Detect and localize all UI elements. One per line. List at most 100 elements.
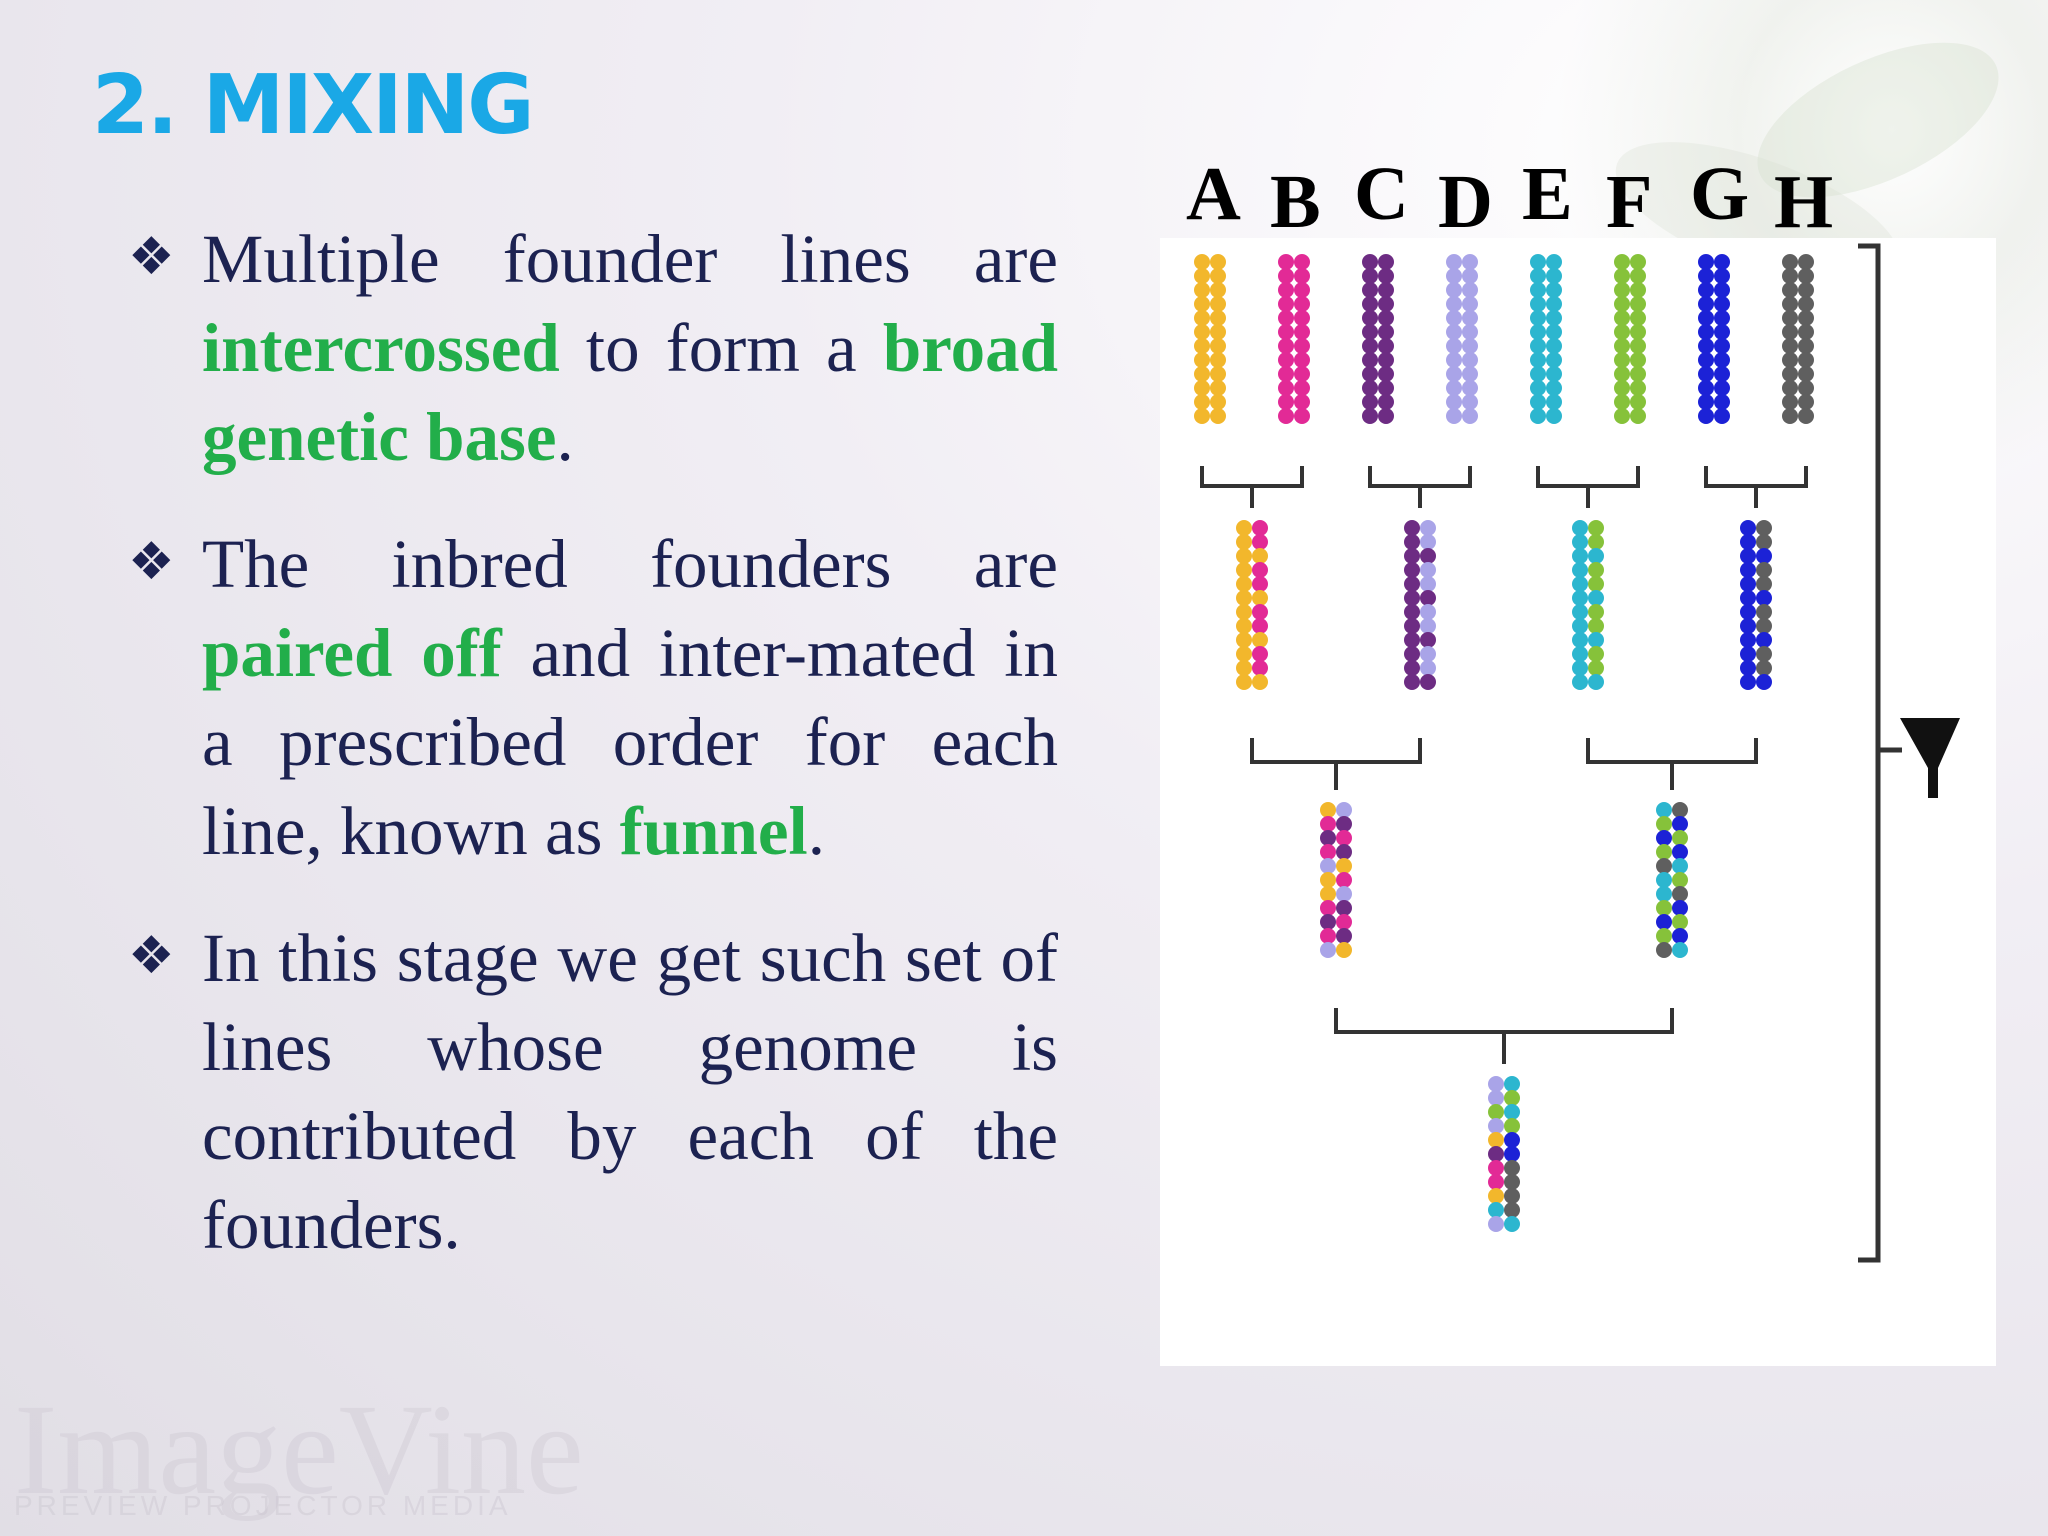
bead — [1320, 844, 1336, 860]
bead — [1210, 380, 1226, 396]
founder-label-h: H — [1774, 160, 1834, 244]
bead — [1336, 914, 1352, 930]
bead — [1782, 296, 1798, 312]
bullet-list: ❖ Multiple founder lines are intercrossed… — [128, 215, 1058, 1308]
bead — [1210, 310, 1226, 326]
bead — [1614, 296, 1630, 312]
bead — [1698, 380, 1714, 396]
bead — [1588, 520, 1604, 536]
bead — [1252, 590, 1268, 606]
funnel-diagram — [1160, 238, 1996, 1366]
bead — [1698, 408, 1714, 424]
bead — [1756, 590, 1772, 606]
bead — [1236, 674, 1252, 690]
bead — [1672, 858, 1688, 874]
bead — [1756, 618, 1772, 634]
bead — [1488, 1118, 1504, 1134]
bead — [1210, 324, 1226, 340]
bead — [1530, 380, 1546, 396]
bead — [1546, 352, 1562, 368]
cross-bracket — [1586, 738, 1758, 790]
bead — [1320, 942, 1336, 958]
bead — [1756, 660, 1772, 676]
bead — [1210, 394, 1226, 410]
bead — [1378, 254, 1394, 270]
four-way-line — [1320, 802, 1352, 958]
bead — [1362, 268, 1378, 284]
bead — [1278, 408, 1294, 424]
bead — [1614, 324, 1630, 340]
bead — [1378, 408, 1394, 424]
bead — [1278, 366, 1294, 382]
founder-label-f: F — [1606, 160, 1653, 244]
bead — [1210, 338, 1226, 354]
bead — [1294, 366, 1310, 382]
bead — [1446, 352, 1462, 368]
bead — [1336, 816, 1352, 832]
bead — [1546, 268, 1562, 284]
four-way-line — [1656, 802, 1688, 958]
bead — [1630, 394, 1646, 410]
bead — [1588, 646, 1604, 662]
bead — [1756, 520, 1772, 536]
bullet-item: ❖In this stage we get such set of lines … — [128, 914, 1058, 1270]
bead — [1320, 928, 1336, 944]
bead — [1630, 268, 1646, 284]
bead — [1656, 816, 1672, 832]
four-diamond-icon: ❖ — [128, 532, 175, 592]
bead — [1320, 830, 1336, 846]
body-text: The inbred founders are — [202, 526, 1058, 602]
four-diamond-icon: ❖ — [128, 227, 175, 287]
bead — [1488, 1132, 1504, 1148]
bead — [1504, 1090, 1520, 1106]
bead — [1504, 1216, 1520, 1232]
bead — [1588, 674, 1604, 690]
bead — [1740, 562, 1756, 578]
bead — [1672, 928, 1688, 944]
bead — [1462, 338, 1478, 354]
bead — [1530, 268, 1546, 284]
bead — [1798, 310, 1814, 326]
four-diamond-icon: ❖ — [128, 926, 175, 986]
bead — [1420, 632, 1436, 648]
bead — [1194, 296, 1210, 312]
bead — [1588, 534, 1604, 550]
bead — [1782, 394, 1798, 410]
bead — [1210, 352, 1226, 368]
bead — [1504, 1076, 1520, 1092]
bead — [1252, 520, 1268, 536]
bead — [1336, 830, 1352, 846]
bead — [1630, 254, 1646, 270]
bead — [1656, 900, 1672, 916]
bead — [1614, 380, 1630, 396]
bead — [1278, 254, 1294, 270]
bead — [1672, 830, 1688, 846]
bead — [1378, 380, 1394, 396]
bead — [1194, 352, 1210, 368]
bead — [1488, 1160, 1504, 1176]
bead — [1252, 576, 1268, 592]
bullet-item: ❖ Multiple founder lines are intercrossed… — [128, 215, 1058, 482]
bead — [1210, 408, 1226, 424]
bead — [1252, 674, 1268, 690]
bead — [1546, 338, 1562, 354]
bead — [1572, 590, 1588, 606]
bead — [1782, 338, 1798, 354]
bead — [1782, 268, 1798, 284]
bead — [1404, 674, 1420, 690]
bead — [1572, 562, 1588, 578]
bead — [1252, 562, 1268, 578]
bead — [1504, 1118, 1520, 1134]
bead — [1504, 1146, 1520, 1162]
bullet-text: Multiple founder lines are intercrossed … — [202, 215, 1058, 482]
bead — [1656, 872, 1672, 888]
bead — [1252, 534, 1268, 550]
bead — [1740, 576, 1756, 592]
bead — [1404, 576, 1420, 592]
bead — [1572, 674, 1588, 690]
bead — [1362, 296, 1378, 312]
bead — [1194, 310, 1210, 326]
bead — [1378, 366, 1394, 382]
bead — [1672, 900, 1688, 916]
bead — [1378, 282, 1394, 298]
